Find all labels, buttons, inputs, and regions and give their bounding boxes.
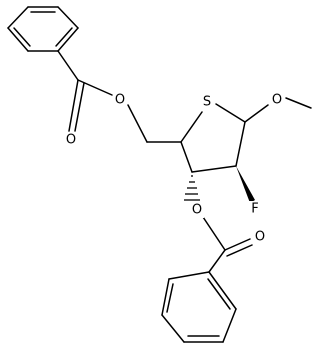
- svg-text:F: F: [251, 202, 258, 217]
- svg-text:O: O: [272, 93, 282, 108]
- upper-carbonyl-double-bond-a: [68, 79, 79, 132]
- svg-text:S: S: [203, 95, 211, 110]
- methoxy-group: [244, 97, 312, 123]
- upper-carbonyl-to-ester-oxygen-bond: [77, 79, 113, 96]
- lower-carbonyl-double-bond-b: [226, 244, 253, 257]
- upper-benzoyl-group: [7, 6, 148, 143]
- atom-label-ring-sulfur: S: [201, 94, 214, 110]
- fluorine-wedge-bond: [236, 166, 255, 203]
- upper-ring-to-carbonyl-bond: [57, 50, 79, 81]
- atom-label-ester-oxygen-2: O: [190, 202, 204, 218]
- c2-to-c3-bond: [191, 165, 237, 173]
- lower-ester-hashed-bond: [184, 175, 200, 201]
- lower-carbonyl-double-bond-a: [224, 238, 251, 251]
- c1-to-methoxy-oxygen-bond: [244, 104, 269, 123]
- sulfur-to-c1-bond: [215, 103, 246, 123]
- c3-to-c4-bond: [180, 141, 193, 173]
- atom-label-carbonyl-oxygen-2: O: [253, 229, 267, 245]
- thiolane-ring: [146, 103, 246, 173]
- atom-label-carbonyl-oxygen-1: O: [65, 132, 78, 148]
- c1-to-c2-bond: [235, 121, 246, 167]
- lower-benzene-ring: [161, 271, 237, 343]
- lower-carbonyl-to-ring-bond: [208, 249, 226, 273]
- svg-text:O: O: [255, 230, 265, 245]
- lower-ester-oxygen-to-carbonyl-bond: [202, 216, 226, 251]
- upper-benzene-ring: [7, 6, 79, 52]
- upper-carbonyl-double-bond-b: [74, 82, 85, 132]
- methoxy-methyl-bond: [285, 97, 312, 109]
- svg-text:O: O: [115, 93, 125, 108]
- upper-ester-oxygen-to-ch2-bond: [127, 104, 148, 143]
- atom-label-ester-oxygen-1: O: [114, 92, 127, 108]
- atom-label-methoxy-oxygen: O: [270, 92, 284, 108]
- atom-label-fluorine: F: [249, 201, 262, 217]
- lower-benzoyl-group: [161, 216, 253, 343]
- svg-text:O: O: [192, 203, 202, 218]
- c4-to-sulfur-bond: [180, 111, 203, 143]
- svg-text:O: O: [66, 133, 76, 148]
